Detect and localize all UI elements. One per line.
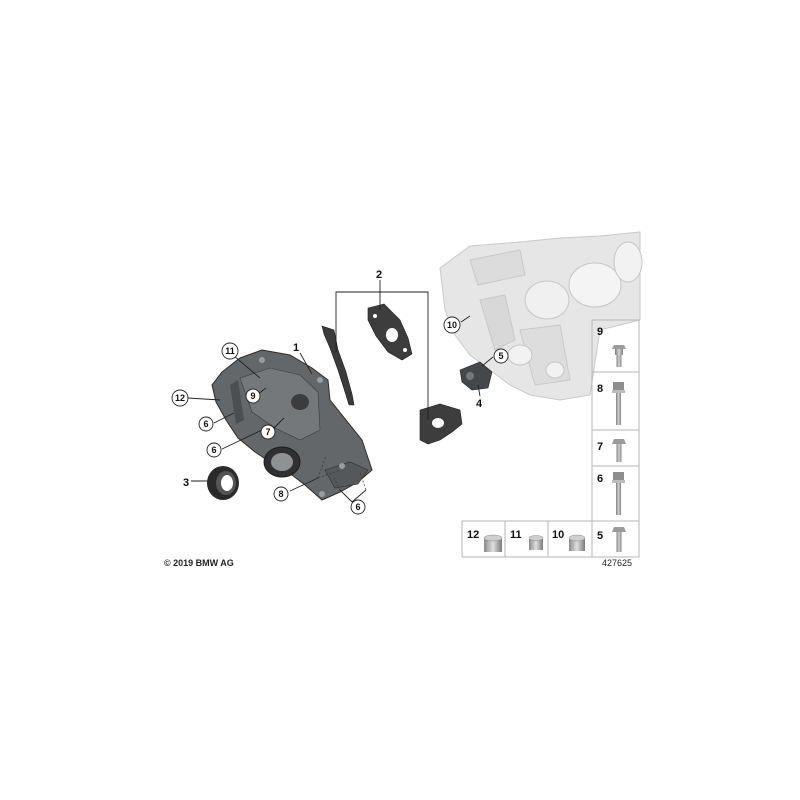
leader-10 <box>460 315 471 323</box>
callout-6c-circle <box>350 499 366 515</box>
table-label-8: 8 <box>597 383 603 395</box>
copyright-notice: © 2019 BMW AG <box>164 558 234 568</box>
engine-block-illustration <box>439 231 643 401</box>
sensor-part-illustration <box>459 361 493 391</box>
sleeve-row-frame <box>461 520 593 558</box>
leader-6a <box>213 412 235 424</box>
callout-12-circle <box>171 389 189 407</box>
diagram-number: 427625 <box>602 558 632 568</box>
leader-1 <box>299 352 313 375</box>
leader-8 <box>289 477 319 492</box>
bolt-9-icon <box>612 345 626 367</box>
callout-6b: 6 <box>211 445 216 455</box>
callout-9-circle <box>245 388 261 404</box>
callout-5-circle <box>493 348 509 364</box>
leader-6b <box>221 429 263 450</box>
callout-9: 9 <box>250 391 255 401</box>
leader-12 <box>187 397 221 401</box>
bolt-8-icon <box>612 382 625 425</box>
leader-5 <box>481 356 494 367</box>
dash-6c <box>333 471 367 491</box>
gasket-group-bracket <box>335 291 429 420</box>
parts-table: 9 8 7 6 5 <box>461 319 640 558</box>
callout-8-circle <box>273 486 289 502</box>
table-label-6: 6 <box>597 473 603 485</box>
gasket-lower-illustration <box>419 403 463 445</box>
callout-6a-circle <box>198 416 214 432</box>
callout-3: 3 <box>183 477 189 489</box>
callout-7-circle <box>260 424 276 440</box>
bolt-7-icon <box>612 439 626 462</box>
bolt-column-frame <box>591 319 640 558</box>
leader-4 <box>477 384 481 397</box>
callout-10: 10 <box>447 320 457 330</box>
callout-2: 2 <box>376 269 382 281</box>
sleeve-10-icon <box>568 534 586 551</box>
gasket-right-illustration <box>367 303 413 361</box>
table-label-7: 7 <box>597 441 603 453</box>
table-label-11: 11 <box>510 529 522 541</box>
table-label-9: 9 <box>597 326 603 338</box>
shaft-seal-illustration <box>207 466 239 500</box>
bolt-6-icon <box>612 472 625 515</box>
callout-11-circle <box>221 342 239 360</box>
callout-11: 11 <box>225 346 235 356</box>
callout-5: 5 <box>498 351 503 361</box>
table-label-12: 12 <box>467 529 479 541</box>
callout-4: 4 <box>476 398 483 410</box>
bolt-5-icon <box>612 527 626 552</box>
sleeve-11-icon <box>528 535 544 550</box>
callout-6b-circle <box>206 442 222 458</box>
leader-6c <box>339 489 367 503</box>
timing-cover-illustration <box>211 349 373 501</box>
callout-6a: 6 <box>203 419 208 429</box>
leader-11 <box>233 355 261 379</box>
callout-12: 12 <box>175 393 185 403</box>
sleeve-12-icon <box>483 534 503 552</box>
callout-6c: 6 <box>355 502 360 512</box>
callout-10-circle <box>443 316 461 334</box>
callout-8: 8 <box>278 489 283 499</box>
callout-7: 7 <box>265 427 270 437</box>
table-label-10: 10 <box>552 529 564 541</box>
table-label-5: 5 <box>597 530 603 542</box>
gasket-left-illustration <box>321 325 355 406</box>
callout-1: 1 <box>293 342 299 354</box>
